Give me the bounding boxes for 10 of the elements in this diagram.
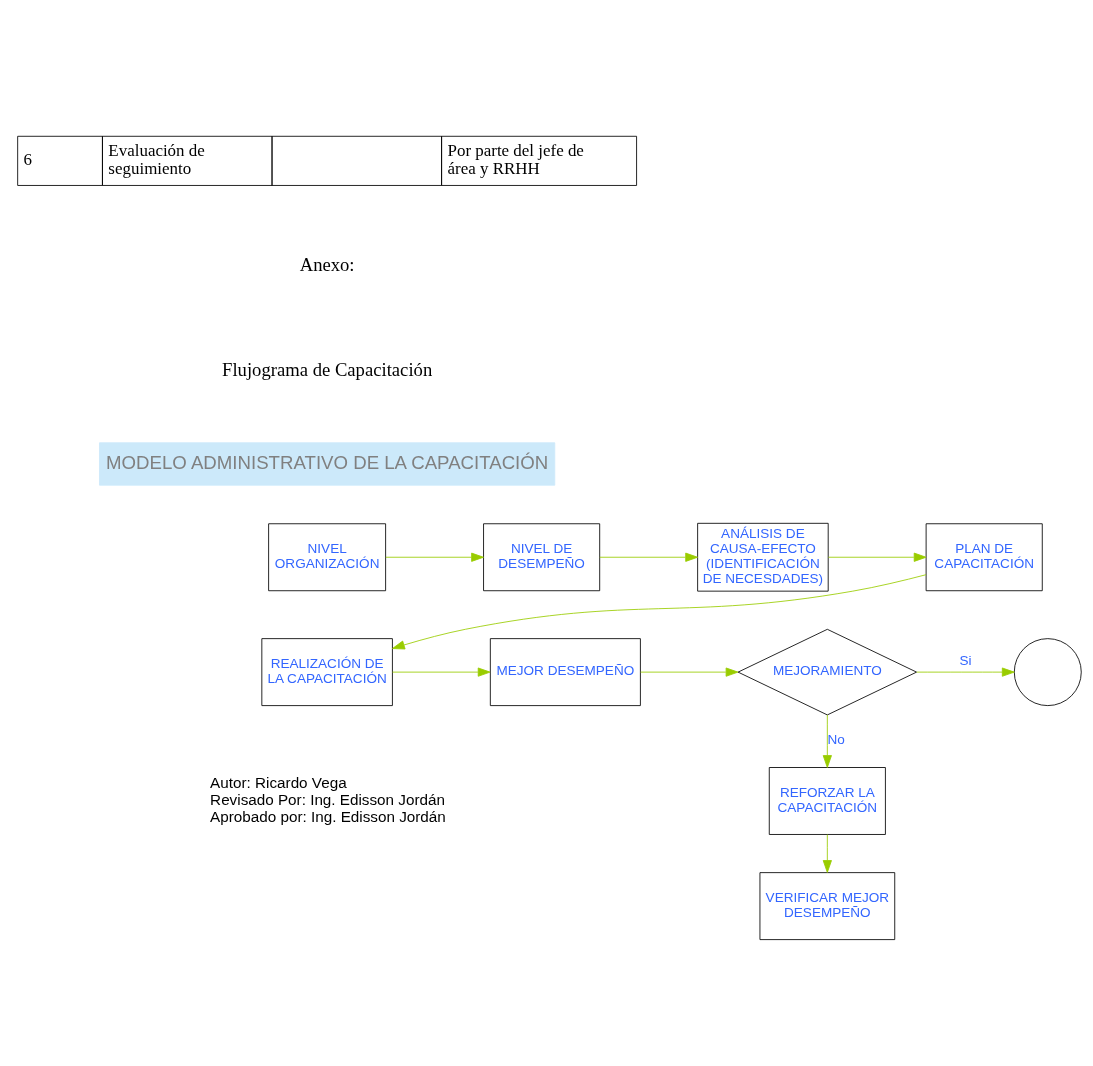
edge-label: Si [959, 652, 972, 668]
label: Por parte del jefe de área y RRHH [447, 140, 584, 178]
label: Evaluación de seguimiento [108, 140, 205, 178]
label: Aprobado por: Ing. Edisson Jordán [210, 807, 446, 825]
label: Revisado Por: Ing. Edisson Jordán [210, 790, 445, 808]
label: Anexo: [299, 253, 355, 275]
label: Autor: Ricardo Vega [210, 773, 347, 791]
label: Flujograma de Capacitación [222, 358, 433, 380]
label: 6 [23, 149, 33, 169]
edge-label: No [827, 731, 845, 747]
